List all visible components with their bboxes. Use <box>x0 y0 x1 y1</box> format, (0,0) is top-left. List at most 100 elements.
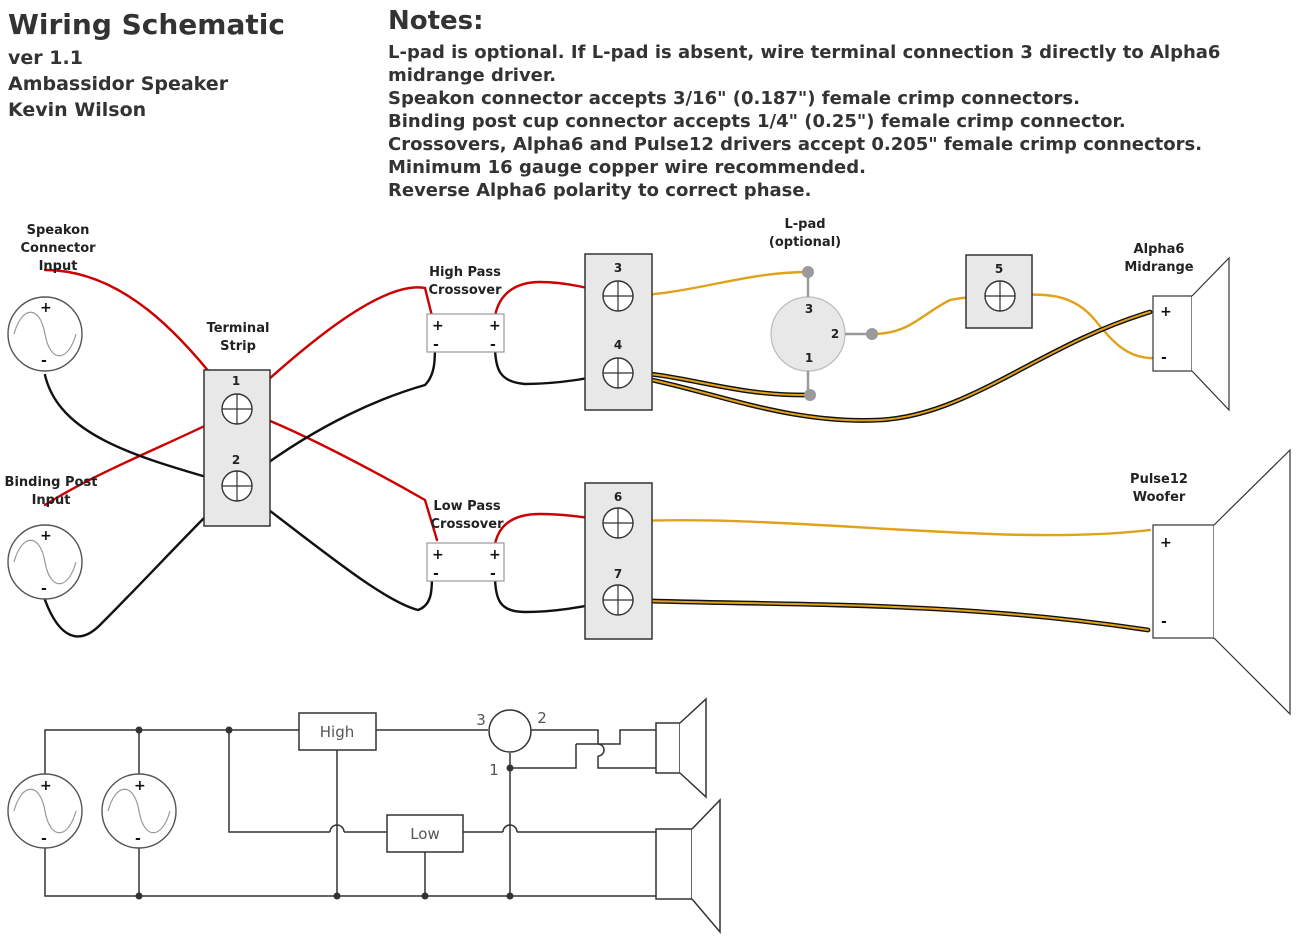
plus-symbol: + <box>489 547 501 563</box>
terminal-5: 5 <box>965 254 1033 329</box>
lpad-lug-icon <box>866 328 878 340</box>
speakon-label: Connector <box>20 241 96 256</box>
lp-label: Crossover <box>431 517 505 532</box>
terminal-block-upper: 3 4 <box>584 253 653 411</box>
sine-wave-icon <box>13 788 77 834</box>
circuit-schematic <box>7 697 721 935</box>
crossover-box <box>426 313 505 353</box>
terminal-strip: Terminal Strip 1 2 <box>203 321 271 527</box>
terminal-block-body <box>965 254 1033 329</box>
speaker-magnet-icon <box>1152 524 1215 639</box>
minus-symbol: - <box>490 337 496 353</box>
wire-pair-t7-to-woofer-minus-core <box>617 599 1149 631</box>
terminal-number: 5 <box>995 262 1003 276</box>
junction-dot <box>506 892 514 900</box>
plus-symbol: + <box>40 300 52 316</box>
schematic-wire <box>329 824 345 833</box>
speaker-magnet-icon <box>1152 295 1193 372</box>
binding-label: Binding Post <box>5 475 98 490</box>
pot-pin-label: 2 <box>537 709 547 727</box>
alpha6-label: Midrange <box>1124 260 1193 275</box>
schematic-wire <box>228 730 330 833</box>
version-text: ver 1.1 <box>8 47 83 69</box>
lpad-label: (optional) <box>769 235 841 250</box>
terminal-number: 6 <box>614 490 622 504</box>
plus-symbol: + <box>40 778 52 794</box>
plus-symbol: + <box>1160 535 1172 551</box>
crossover-box <box>426 542 505 582</box>
wire-pair-t7-to-woofer-minus <box>615 597 1151 633</box>
minus-symbol: - <box>490 566 496 582</box>
schematic-wire <box>597 756 656 769</box>
lpad-lug-icon <box>804 389 816 401</box>
wire-pair-t4-to-alpha-plus <box>615 309 1153 423</box>
lpad-pin-number: 1 <box>805 351 813 365</box>
plus-symbol: + <box>134 778 146 794</box>
high-pass-crossover: High Pass Crossover + + - - <box>426 265 505 353</box>
pulse12-label: Woofer <box>1133 490 1186 505</box>
minus-symbol: - <box>41 581 47 597</box>
minus-symbol: - <box>41 353 47 369</box>
terminal-number: 2 <box>232 453 240 467</box>
speaker-cone-icon <box>679 697 707 799</box>
lpad-pin-number: 3 <box>805 302 813 316</box>
junction-dot <box>421 892 429 900</box>
binding-label: Input <box>32 493 71 508</box>
schematic-wire <box>531 729 599 744</box>
pot-pin-label: 3 <box>476 711 486 729</box>
minus-symbol: - <box>1161 614 1167 630</box>
terminal-number: 3 <box>614 261 622 275</box>
project-name: Ambassidor Speaker <box>8 73 229 95</box>
plus-symbol: + <box>432 547 444 563</box>
alpha6-label: Alpha6 <box>1134 242 1185 257</box>
junction-dot <box>225 726 233 734</box>
wire-black-t2-to-lp <box>235 484 434 612</box>
binding-post-input: + - Binding Post Input <box>5 475 98 600</box>
terminal-number: 1 <box>232 374 240 388</box>
hp-label: High Pass <box>429 265 501 280</box>
junction-dot <box>333 892 341 900</box>
high-pass-block <box>298 712 377 751</box>
note-line: Minimum 16 gauge copper wire recommended… <box>388 157 866 178</box>
schematic-wire <box>597 743 605 757</box>
minus-symbol: - <box>1161 350 1167 366</box>
schematic-wire <box>510 744 577 769</box>
sine-wave-icon <box>13 311 77 357</box>
junction-dot <box>135 892 143 900</box>
pulse12-label: Pulse12 <box>1130 472 1188 487</box>
speakon-label: Speakon <box>27 223 90 238</box>
terminal-strip-label: Strip <box>220 339 256 354</box>
note-line: Binding post cup connector accepts 1/4" … <box>388 111 1126 132</box>
wire-pair-t4-to-alpha-plus-core <box>617 311 1151 422</box>
terminal-number: 7 <box>614 567 622 581</box>
plus-symbol: + <box>40 528 52 544</box>
note-line: Speakon connector accepts 3/16" (0.187")… <box>388 88 1080 109</box>
speaker-cone-icon <box>1213 448 1291 716</box>
schematic-wire <box>502 824 518 833</box>
schematic-junctions <box>135 726 514 900</box>
minus-symbol: - <box>433 337 439 353</box>
low-pass-block <box>386 814 464 853</box>
plus-symbol: + <box>489 318 501 334</box>
terminal-number: 4 <box>614 338 622 352</box>
speaker-cone-icon <box>691 798 721 935</box>
minus-symbol: - <box>41 831 47 847</box>
schematic-wire <box>44 729 299 775</box>
schematic-wire <box>44 848 656 897</box>
pot-pin-label: 1 <box>489 761 499 779</box>
low-pass-crossover: Low Pass Crossover + + - - <box>426 499 505 582</box>
note-line: L-pad is optional. If L-pad is absent, w… <box>388 42 1221 63</box>
minus-symbol: - <box>433 566 439 582</box>
minus-symbol: - <box>135 831 141 847</box>
junction-dot <box>135 726 143 734</box>
l-pad: L-pad (optional) 3 2 1 <box>769 217 878 401</box>
speaker-cone-icon <box>1191 256 1230 412</box>
hp-label: Crossover <box>429 283 503 298</box>
pulse12-woofer: Pulse12 Woofer + - <box>1130 448 1291 716</box>
speaker-magnet-icon <box>655 828 693 900</box>
potentiometer-icon <box>488 709 532 753</box>
note-line: Reverse Alpha6 polarity to correct phase… <box>388 180 812 201</box>
sine-wave-icon <box>13 539 77 585</box>
speaker-magnet-icon <box>655 722 681 774</box>
